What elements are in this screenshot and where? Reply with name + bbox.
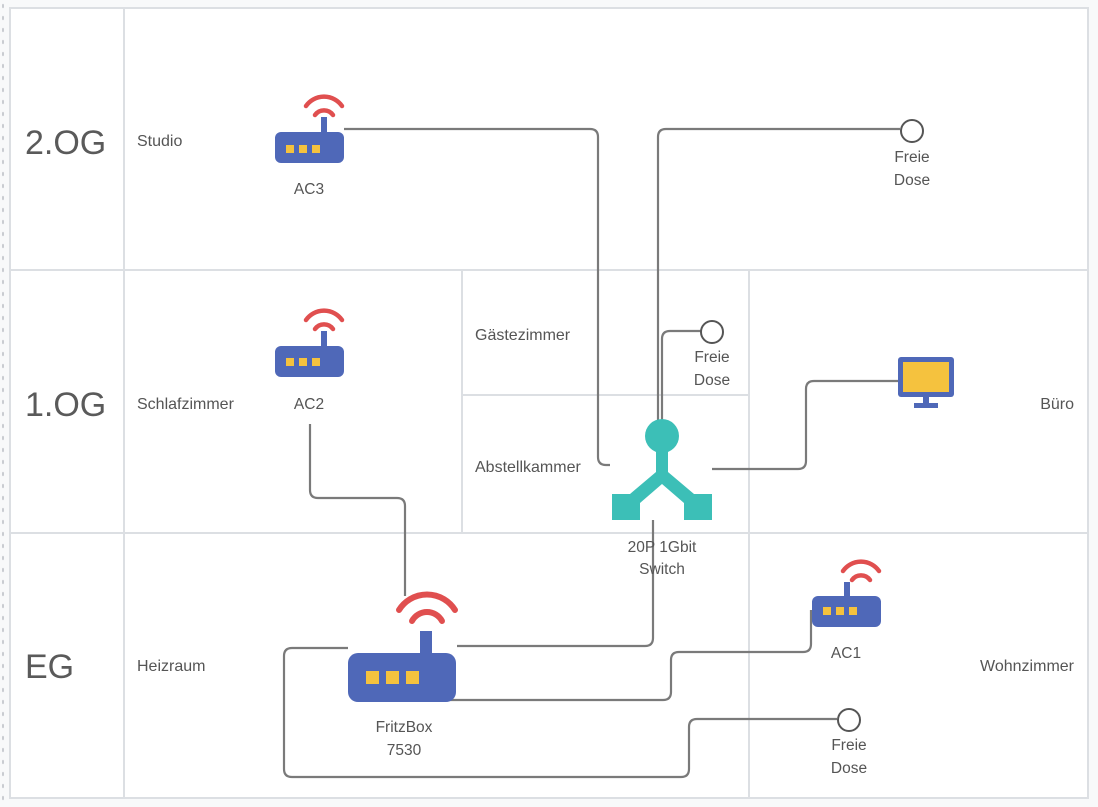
led-1 <box>366 671 379 684</box>
socket-icon <box>837 708 861 732</box>
room-label-schlafzimmer: Schlafzimmer <box>137 396 235 413</box>
led-2 <box>386 671 399 684</box>
ac3-access-point[interactable]: AC3 <box>275 94 345 198</box>
ac2-label: AC2 <box>294 396 324 413</box>
antenna <box>321 117 327 134</box>
led-1 <box>286 145 294 153</box>
wifi-icon-inner <box>849 573 873 583</box>
ac3-label: AC3 <box>294 181 324 198</box>
socket-1og-label-line2: Dose <box>694 372 730 389</box>
router-body <box>275 132 344 163</box>
led-2 <box>836 607 844 615</box>
wifi-icon-inner <box>409 609 445 624</box>
monitor-icon[interactable] <box>898 357 954 408</box>
wifi-icon <box>303 308 345 323</box>
switch-hub-icon <box>645 419 679 453</box>
fritzbox-label-line2: 7530 <box>387 742 422 759</box>
ac1-access-point[interactable]: AC1 <box>812 559 882 662</box>
wifi-icon <box>396 591 458 613</box>
socket-eg-label-line2: Dose <box>831 760 867 777</box>
switch-branch-icon <box>612 450 712 520</box>
ac1-label: AC1 <box>831 645 861 662</box>
router-body <box>348 653 456 702</box>
room-label-wohnzimmer: Wohnzimmer <box>980 658 1075 675</box>
socket-1og-label-line1: Freie <box>694 349 729 366</box>
switch-label-line1: 20P 1Gbit <box>628 539 697 556</box>
router-body <box>275 346 344 377</box>
socket-1og[interactable]: Freie Dose <box>694 320 730 389</box>
room-label-heizraum: Heizraum <box>137 658 205 675</box>
floor-grid <box>10 8 1088 798</box>
ac2-access-point[interactable]: AC2 <box>275 308 345 413</box>
led-3 <box>849 607 857 615</box>
socket-2og-label-line2: Dose <box>894 172 930 189</box>
socket-icon <box>700 320 724 344</box>
wifi-icon <box>840 559 882 574</box>
room-label-abstellkammer: Abstellkammer <box>475 459 581 476</box>
socket-icon <box>900 119 924 143</box>
led-3 <box>312 358 320 366</box>
fritzbox-router[interactable]: FritzBox 7530 <box>348 591 458 759</box>
wifi-icon <box>303 94 345 109</box>
cable-ac3-switch <box>344 127 610 467</box>
led-2 <box>299 145 307 153</box>
socket-eg[interactable]: Freie Dose <box>831 708 867 777</box>
room-label-gaestezimmer: Gästezimmer <box>475 327 571 344</box>
cable-ac2-fritzbox <box>308 424 407 596</box>
led-3 <box>312 145 320 153</box>
socket-eg-label-line1: Freie <box>831 737 866 754</box>
led-2 <box>299 358 307 366</box>
cables <box>282 127 900 779</box>
monitor-stand <box>923 397 929 403</box>
canvas-dot-grid <box>0 0 6 807</box>
cable-fritzbox-ac1 <box>408 610 813 702</box>
cable-switch-monitor <box>712 379 898 471</box>
monitor-base <box>914 403 938 408</box>
led-1 <box>823 607 831 615</box>
socket-2og-label-line1: Freie <box>894 149 929 166</box>
socket-2og[interactable]: Freie Dose <box>894 119 930 189</box>
router-body <box>812 596 881 627</box>
network-switch[interactable]: 20P 1Gbit Switch <box>612 419 712 578</box>
cable-fritzbox-socket-eg <box>282 646 837 779</box>
antenna <box>420 631 432 656</box>
wifi-icon-inner <box>312 108 336 118</box>
cable-switch-socket-2og <box>656 127 900 420</box>
led-3 <box>406 671 419 684</box>
switch-label-line2: Switch <box>639 561 685 578</box>
fritzbox-label-line1: FritzBox <box>376 719 433 736</box>
floor-label-eg: EG <box>25 648 74 686</box>
antenna <box>321 331 327 348</box>
floor-label-1og: 1.OG <box>25 386 106 424</box>
cable-fritzbox-switch <box>457 520 655 648</box>
wifi-icon-inner <box>312 322 336 332</box>
room-label-studio: Studio <box>137 133 182 150</box>
room-label-buero: Büro <box>1040 396 1074 413</box>
antenna <box>844 582 850 598</box>
floor-label-2og: 2.OG <box>25 124 106 162</box>
led-1 <box>286 358 294 366</box>
monitor-screen <box>903 362 949 392</box>
cable-switch-socket-1og <box>660 329 701 420</box>
